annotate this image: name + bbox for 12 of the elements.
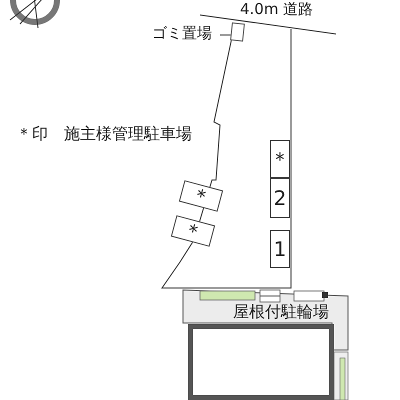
area-label: 屋根付駐輪場	[233, 302, 329, 323]
garbage-area-box	[230, 22, 245, 42]
building-outline	[188, 324, 334, 400]
road-label: 4.0m 道路	[240, 0, 314, 19]
parking-space: ＊	[170, 215, 216, 247]
parking-space: 1	[270, 230, 290, 268]
parking-space: ＊	[178, 180, 224, 212]
parking-space: 2	[270, 178, 290, 218]
leader-line	[220, 34, 232, 36]
legend-note: ＊印 施主様管理駐車場	[16, 124, 192, 145]
parking-space: ＊	[270, 140, 290, 178]
area-label: ゴミ置場	[152, 24, 220, 44]
